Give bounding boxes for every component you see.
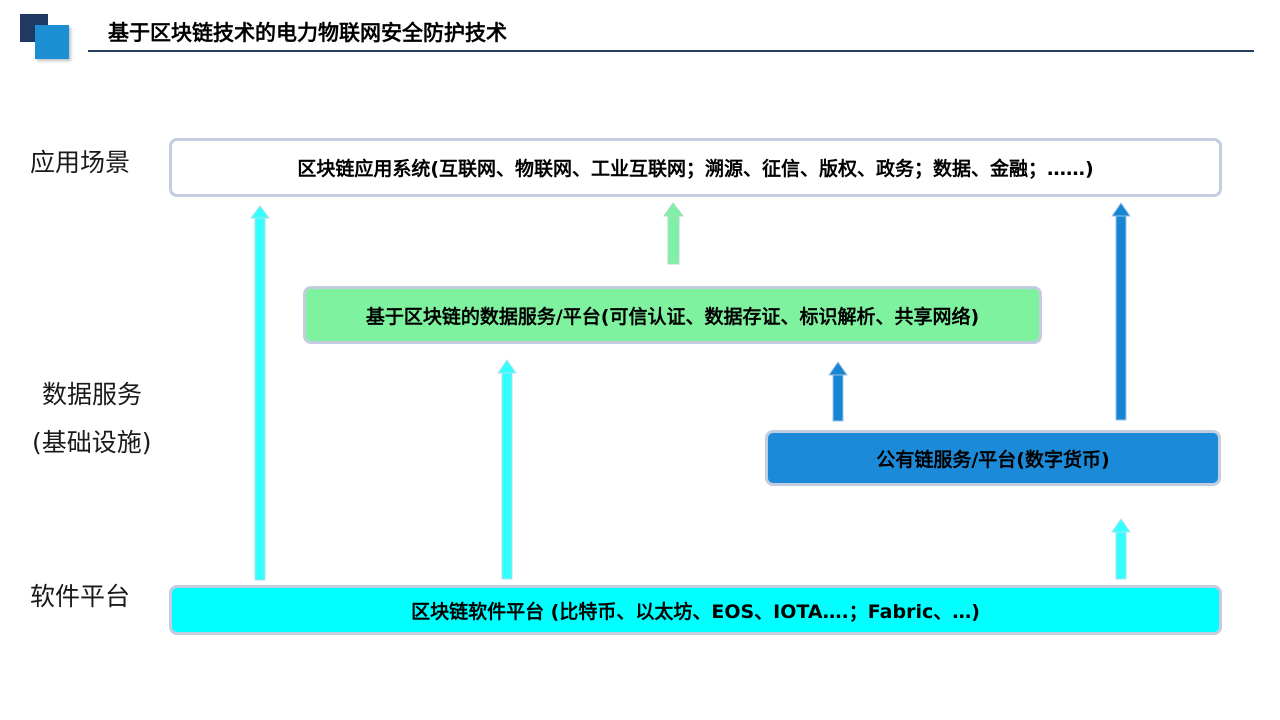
arrow-software-to-data xyxy=(497,359,517,580)
software-platform-text: 区块链软件平台 (比特币、以太坊、EOS、IOTA….；Fabric、…) xyxy=(411,600,980,623)
arrow-data-to-app xyxy=(663,202,685,265)
label-data-service: 数据服务 xyxy=(42,380,143,409)
data-service-text: 基于区块链的数据服务/平台(可信认证、数据存证、标识解析、共享网络) xyxy=(365,305,980,328)
arrow-public-to-app xyxy=(1111,202,1131,421)
arrow-software-to-app-left xyxy=(250,205,270,581)
label-infrastructure: (基础设施) xyxy=(32,428,152,457)
public-chain-text: 公有链服务/平台(数字货币) xyxy=(876,448,1110,471)
title-divider xyxy=(88,50,1254,52)
data-service-box: 基于区块链的数据服务/平台(可信认证、数据存证、标识解析、共享网络) xyxy=(303,286,1042,344)
label-app-scenario: 应用场景 xyxy=(30,148,131,177)
arrow-software-to-public xyxy=(1111,518,1131,580)
software-platform-box: 区块链软件平台 (比特币、以太坊、EOS、IOTA….；Fabric、…) xyxy=(169,585,1222,635)
app-system-box: 区块链应用系统(互联网、物联网、工业互联网；溯源、征信、版权、政务；数据、金融；… xyxy=(169,138,1222,197)
public-chain-box: 公有链服务/平台(数字货币) xyxy=(765,430,1221,486)
page-title: 基于区块链技术的电力物联网安全防护技术 xyxy=(108,21,507,45)
label-software-platform: 软件平台 xyxy=(30,582,131,611)
logo-square-blue xyxy=(35,25,69,59)
arrow-public-to-data xyxy=(828,361,848,422)
app-system-text: 区块链应用系统(互联网、物联网、工业互联网；溯源、征信、版权、政务；数据、金融；… xyxy=(297,158,1094,180)
